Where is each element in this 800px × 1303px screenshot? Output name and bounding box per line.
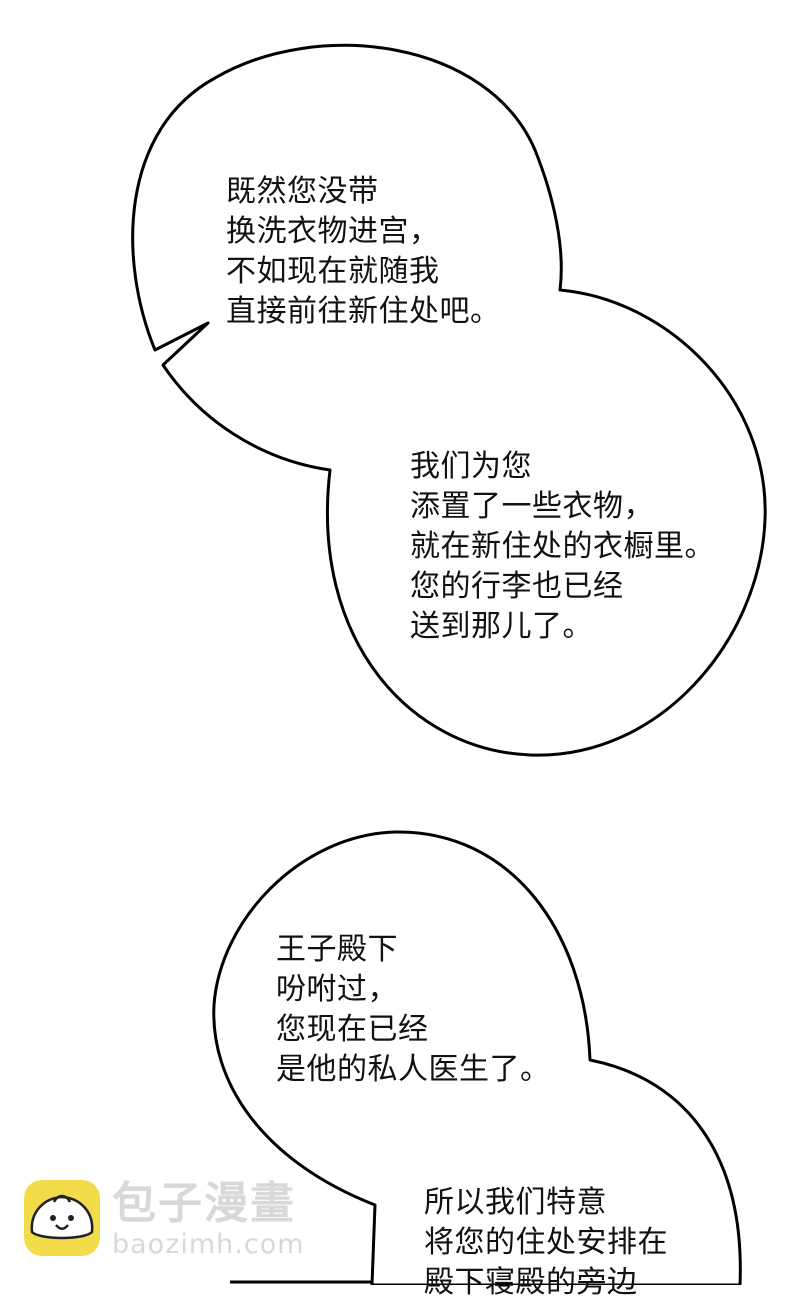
dialogue-line: 换洗衣物进宫， (226, 214, 440, 249)
dialogue-line: 吩咐过， (276, 972, 398, 1007)
watermark-url: baozimh.com (112, 1229, 305, 1260)
speech-bubble-text-2: 我们为您 添置了一些衣物， 就在新住处的衣橱里。 您的行李也已经 送到那儿了。 (410, 447, 715, 647)
speech-bubble-text-3: 王子殿下 吩咐过， 您现在已经 是他的私人医生了。 (276, 930, 551, 1090)
dialogue-line: 送到那儿了。 (410, 609, 593, 644)
dialogue-line: 您的行李也已经 (410, 569, 624, 604)
dialogue-line: 王子殿下 (276, 932, 398, 967)
dialogue-line: 添置了一些衣物， (410, 489, 654, 524)
dialogue-line: 您现在已经 (276, 1012, 429, 1047)
dialogue-line: 是他的私人医生了。 (276, 1052, 551, 1087)
dialogue-line: 不如现在就随我 (226, 254, 440, 289)
dialogue-line: 直接前往新住处吧。 (226, 294, 501, 329)
speech-bubble-text-1: 既然您没带 换洗衣物进宫， 不如现在就随我 直接前往新住处吧。 (226, 172, 501, 332)
speech-bubble-bottom (212, 830, 742, 1285)
speech-bubble-top (131, 43, 767, 757)
dialogue-line: 既然您没带 (226, 174, 379, 209)
dialogue-line: 就在新住处的衣橱里。 (410, 529, 715, 564)
dialogue-line: 将您的住处安排在 (424, 1225, 668, 1260)
bun-logo-icon (24, 1180, 100, 1256)
speech-bubble-text-4: 所以我们特意 将您的住处安排在 殿下寝殿的旁边 (424, 1183, 668, 1303)
dialogue-line: 我们为您 (410, 449, 532, 484)
watermark: 包子漫畫 baozimh.com (24, 1178, 324, 1260)
dialogue-line: 所以我们特意 (424, 1185, 607, 1220)
dialogue-line: 殿下寝殿的旁边 (424, 1265, 638, 1300)
watermark-title: 包子漫畫 (112, 1178, 296, 1229)
